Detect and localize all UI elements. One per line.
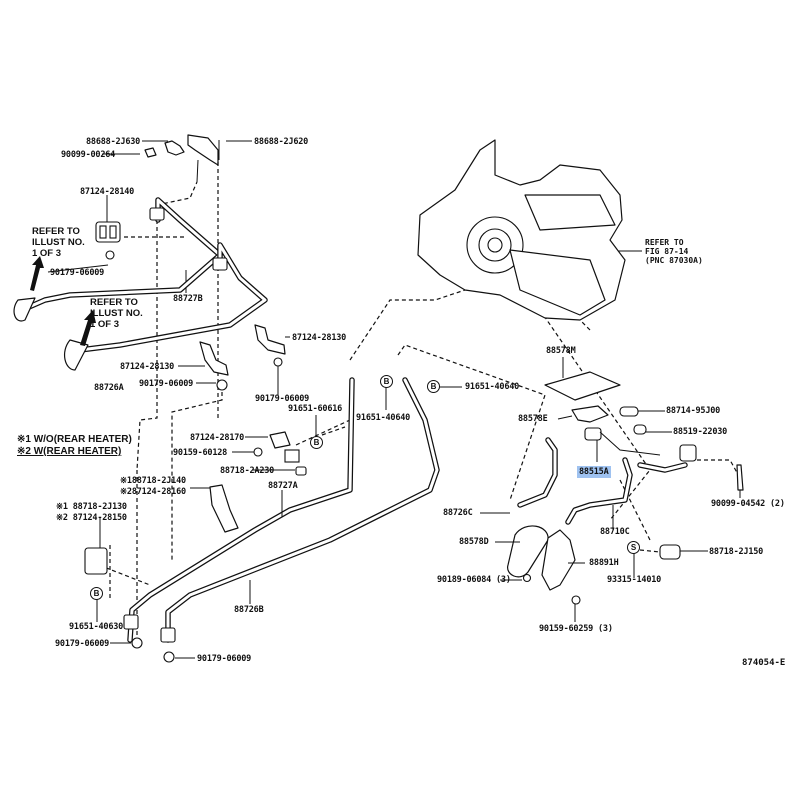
badge-b-91651-60616: B — [310, 436, 323, 449]
guide-lines-left — [85, 162, 223, 640]
label-88578m[interactable]: 88578M — [546, 346, 576, 356]
label-88718-2j140[interactable]: ※188718-2J140 — [120, 476, 186, 486]
label-88726c[interactable]: 88726C — [443, 508, 473, 518]
label-88726b[interactable]: 88726B — [234, 605, 264, 615]
pipe-88726a — [63, 242, 268, 371]
label-87124-28160[interactable]: ※287124-28160 — [120, 487, 186, 497]
label-91651-40640-a[interactable]: 91651-40640 — [356, 413, 411, 423]
label-90179-06009-b[interactable]: 90179-06009 — [139, 379, 194, 389]
label-88718-2j150[interactable]: 88718-2J150 — [709, 547, 764, 557]
label-87124-28150[interactable]: ※2 87124-28150 — [56, 513, 127, 523]
sensor-parts — [619, 406, 672, 435]
nuts-lower-left — [96, 386, 462, 663]
expansion-valve-88515a — [584, 427, 661, 462]
label-88710c[interactable]: 88710C — [600, 527, 630, 537]
label-90159-60128[interactable]: 90159-60128 — [173, 448, 228, 458]
label-90099-00264[interactable]: 90099-00264 — [61, 150, 116, 160]
leader-lines-top — [47, 140, 252, 293]
label-88891h[interactable]: 88891H — [589, 558, 619, 568]
label-88578e[interactable]: 88578E — [518, 414, 548, 424]
label-90179-06009-c[interactable]: 90179-06009 — [255, 394, 310, 404]
note-without-rear-heater: ※1 W/O(REAR HEATER) — [17, 434, 132, 445]
label-90189-06084[interactable]: 90189-06084 (3) — [437, 575, 511, 585]
label-88688-2j630[interactable]: 88688-2J630 — [86, 137, 141, 147]
screws-right — [500, 464, 744, 622]
pipe-88727a — [123, 377, 355, 643]
label-88727a[interactable]: 88727A — [268, 481, 298, 491]
label-90179-06009-a[interactable]: 90179-06009 — [50, 268, 105, 278]
label-87124-28130-b[interactable]: 87124-28130 — [120, 362, 175, 372]
label-88688-2j620[interactable]: 88688-2J620 — [254, 137, 309, 147]
label-87124-28130-a[interactable]: 87124-28130 — [292, 333, 347, 343]
pipe-88710c — [480, 437, 697, 530]
cover-88578d — [495, 525, 549, 578]
label-88727b[interactable]: 88727B — [173, 294, 203, 304]
clamp-88718-2j150 — [633, 544, 708, 578]
badge-b-91651-40640-b: B — [427, 380, 440, 393]
label-91651-40630[interactable]: 91651-40630 — [69, 622, 124, 632]
label-90179-06009-d[interactable]: 90179-06009 — [55, 639, 110, 649]
badge-b-91651-40630: B — [90, 587, 103, 600]
label-87124-28170[interactable]: 87124-28170 — [190, 433, 245, 443]
label-91651-60616[interactable]: 91651-60616 — [288, 404, 343, 414]
valve-87124-28140 — [95, 221, 121, 260]
hvac-unit — [417, 139, 642, 321]
label-88718-2a230[interactable]: 88718-2A230 — [220, 466, 275, 476]
clamps-87124-28130 — [178, 324, 290, 395]
note-with-rear-heater: ※2 W(REAR HEATER) — [17, 446, 122, 457]
badge-b-91651-40640: B — [380, 375, 393, 388]
refer-note-unit: REFER TO FIG 87-14 (PNC 87030A) — [645, 238, 703, 265]
label-88519-22030[interactable]: 88519-22030 — [673, 427, 728, 437]
label-90159-60259[interactable]: 90159-60259 (3) — [539, 624, 613, 634]
pipe-88727b — [13, 197, 223, 322]
filter-88578m — [544, 357, 621, 401]
label-91651-40640-b[interactable]: 91651-40640 — [465, 382, 520, 392]
valve-87124-28150 — [84, 518, 108, 575]
refer-note-left-2: REFER TO ILLUST NO. 1 OF 3 — [90, 297, 143, 330]
refer-arrows — [30, 256, 96, 346]
bracket-assembly — [144, 134, 220, 183]
label-88578d[interactable]: 88578D — [459, 537, 489, 547]
refer-note-left-1: REFER TO ILLUST NO. 1 OF 3 — [32, 226, 85, 259]
label-90099-04542[interactable]: 90099-04542 (2) — [711, 499, 785, 509]
bracket-88578e — [557, 405, 609, 423]
label-88726a[interactable]: 88726A — [94, 383, 124, 393]
label-90179-06009-e[interactable]: 90179-06009 — [197, 654, 252, 664]
bracket-88718-2j140 — [190, 484, 239, 533]
label-88515a-highlighted[interactable]: 88515A — [577, 466, 611, 478]
label-93315-14010[interactable]: 93315-14010 — [607, 575, 662, 585]
cover-88891h — [541, 529, 585, 591]
label-87124-28140[interactable]: 87124-28140 — [80, 187, 135, 197]
label-88714-95j00[interactable]: 88714-95J00 — [666, 406, 721, 416]
label-88718-2j130[interactable]: ※1 88718-2J130 — [56, 502, 127, 512]
badge-s-93315-14010: S — [627, 541, 640, 554]
figure-id: 874054-E — [742, 658, 786, 668]
clamp-group-mid — [232, 415, 351, 476]
pipe-88726b — [160, 377, 440, 643]
